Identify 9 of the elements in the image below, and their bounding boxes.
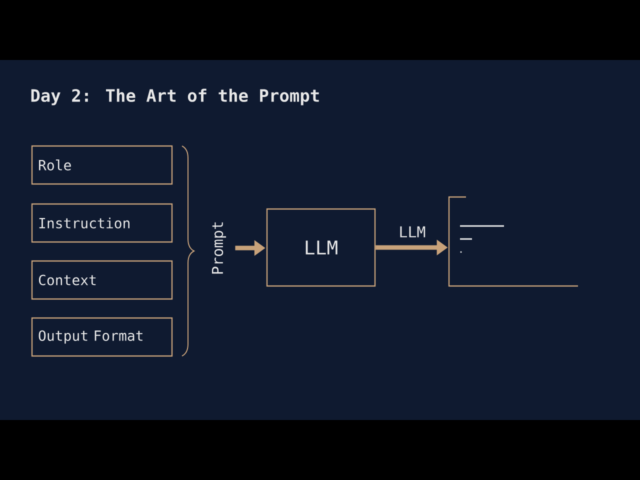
slide-title: Day 2: The Art of the Prompt [31,88,319,106]
component-box: Instruction [31,203,173,243]
output-document [448,196,578,287]
component-box: LLM [266,208,376,287]
component-box: Context [31,260,173,300]
group-label: Prompt [212,222,226,274]
edge-label: LLM [398,225,427,238]
component-box: Output Format [31,317,173,357]
component-box: Role [31,145,173,185]
